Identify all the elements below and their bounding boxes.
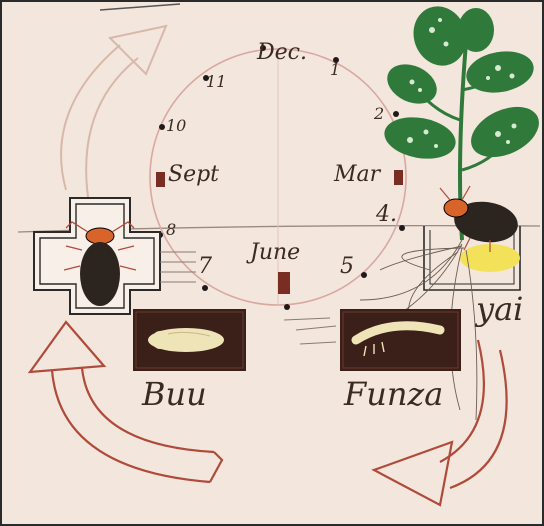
label-dec: Dec. — [257, 40, 307, 65]
pupa-icon — [148, 328, 224, 352]
pupa-panel — [133, 309, 246, 371]
label-2: 2 — [374, 104, 384, 123]
label-5: 5 — [340, 254, 354, 279]
label-8: 8 — [166, 220, 176, 239]
label-10: 10 — [166, 116, 186, 135]
label-11: 11 — [206, 72, 226, 91]
label-funza: Funza — [344, 375, 443, 413]
label-4: 4. — [376, 202, 397, 227]
cycle-arrow-top-left — [61, 45, 120, 190]
label-sept: Sept — [168, 162, 219, 187]
label-buu: Buu — [142, 375, 207, 413]
label-june: June — [250, 240, 300, 265]
beetle-icon — [440, 186, 520, 252]
label-1: 1 — [330, 60, 340, 79]
label-mar: Mar — [334, 162, 380, 187]
label-yai: yai — [476, 290, 523, 328]
label-7: 7 — [198, 254, 212, 279]
larva-panel — [340, 309, 461, 371]
